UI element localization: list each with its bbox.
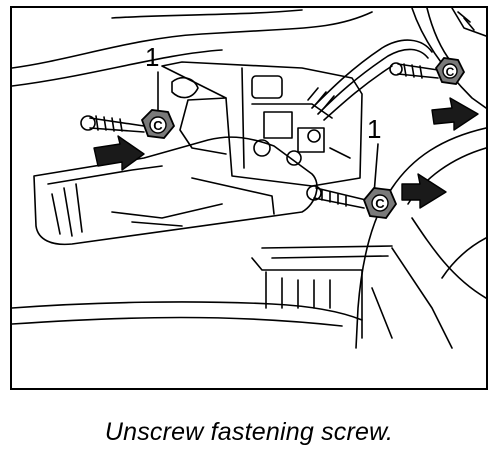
nut-mark-right-lower: C bbox=[375, 196, 385, 211]
lower-bumper bbox=[12, 245, 393, 339]
hex-nut-left: C bbox=[140, 109, 176, 139]
nut-mark-left: C bbox=[153, 118, 163, 133]
figure-caption: Unscrew fastening screw. bbox=[104, 418, 394, 446]
illustration-drawing: C C C bbox=[12, 8, 486, 349]
arrow-right-lower-icon bbox=[401, 173, 447, 209]
hex-nut-right-upper: C bbox=[434, 57, 466, 85]
screw-right-upper bbox=[389, 62, 439, 79]
tail-light-housing bbox=[33, 136, 318, 246]
technical-illustration: C C C 1 1 bbox=[10, 6, 488, 390]
arrow-left-icon bbox=[93, 135, 145, 171]
quarter-panel bbox=[355, 127, 486, 349]
screw-left bbox=[80, 115, 145, 133]
arrow-right-upper-icon bbox=[431, 97, 479, 131]
callout-label-right: 1 bbox=[367, 114, 382, 144]
callout-leader-right bbox=[373, 143, 379, 195]
callout-label-left: 1 bbox=[145, 42, 160, 72]
nut-mark-right-upper: C bbox=[446, 65, 455, 79]
hex-nut-right-lower: C bbox=[362, 187, 398, 219]
screw-right-lower bbox=[306, 185, 367, 209]
bulb-holder-module bbox=[161, 61, 363, 187]
wiring-harness bbox=[307, 39, 433, 121]
vehicle-body-panel bbox=[12, 8, 486, 109]
